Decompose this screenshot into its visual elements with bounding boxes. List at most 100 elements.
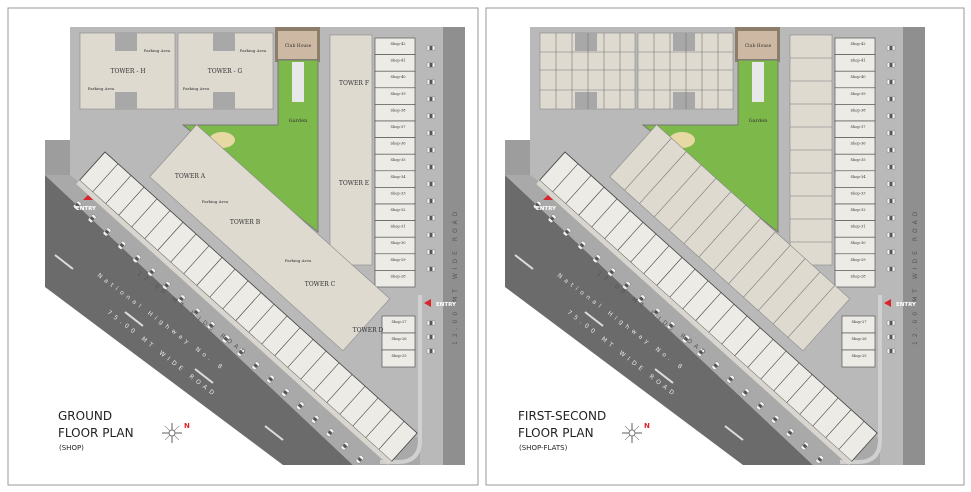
car-window <box>327 430 333 436</box>
car-window <box>282 390 288 395</box>
entry-marker-icon <box>83 195 93 200</box>
parked-car-icon <box>886 320 896 326</box>
shop-wall <box>760 350 787 380</box>
shop-unit <box>834 236 876 255</box>
shop-unit <box>841 349 876 368</box>
shop-wall <box>708 304 735 333</box>
car-window <box>429 267 433 271</box>
tower-f-label: TOWER F <box>339 80 369 87</box>
car-window <box>653 309 659 315</box>
parking-area-label: Parking Area <box>202 199 229 204</box>
shop-label: Shop-31 <box>390 225 405 229</box>
shop-unit <box>381 315 416 334</box>
tower-g-label: TOWER - G <box>208 68 243 75</box>
plan-subtitle: (SHOP) <box>59 444 84 452</box>
side-road <box>903 27 925 465</box>
car-window <box>889 267 893 271</box>
parked-car-icon <box>236 348 245 357</box>
shop-wall <box>170 233 197 263</box>
parked-car-icon <box>800 441 809 451</box>
shop-unit <box>374 137 416 155</box>
car-window <box>889 165 893 169</box>
entry-arrow-icon <box>884 299 891 307</box>
parking-area-label: Parking Area <box>88 86 115 91</box>
parked-car-icon <box>426 147 436 153</box>
shop-unit <box>374 187 416 205</box>
car-window <box>889 114 893 118</box>
car-window <box>683 336 689 342</box>
shop-label: Shop-27 <box>391 320 407 324</box>
parked-car-icon <box>886 266 896 272</box>
parked-car-icon <box>785 428 795 437</box>
car-window <box>579 242 585 248</box>
entry-driveway <box>505 140 530 175</box>
parking-area-label: Parking Area <box>183 86 210 91</box>
lane-marking <box>264 425 284 441</box>
tower-h-label: TOWER - H <box>110 68 145 75</box>
tower-abc-block <box>149 124 391 352</box>
shop-unit <box>834 253 876 271</box>
shop-wall <box>222 280 249 310</box>
shop-wall <box>747 339 774 368</box>
shop-unit <box>841 332 876 351</box>
car-window <box>104 229 110 235</box>
shop-label: Shop-40 <box>850 75 866 79</box>
parked-car-icon <box>741 388 750 397</box>
parked-car-icon <box>426 62 436 68</box>
shop-wall <box>604 210 631 239</box>
shop-wall <box>786 374 813 403</box>
parked-car-icon <box>756 401 765 411</box>
shop-label: Shop-29 <box>850 258 866 262</box>
car-window <box>609 269 615 275</box>
parked-car-icon <box>426 79 436 85</box>
car-window <box>624 282 630 288</box>
shop-unit <box>834 137 876 155</box>
entry-label: ENTRY <box>76 206 97 212</box>
lane-marking <box>514 254 534 270</box>
parked-car-icon <box>426 266 436 272</box>
shop-unit <box>374 220 416 238</box>
car-window <box>429 97 433 101</box>
tower-a-label: TOWER A <box>175 173 206 180</box>
shop-wall <box>838 421 865 450</box>
car-window <box>787 430 793 436</box>
car-window <box>889 46 893 50</box>
car-window <box>742 390 748 395</box>
parked-car-icon <box>426 96 436 102</box>
car-window <box>89 216 95 221</box>
shop-wall <box>669 268 696 298</box>
flat-wall <box>713 218 761 271</box>
parking-area-label: Parking Area <box>285 258 312 263</box>
parked-car-icon <box>88 214 97 223</box>
entry-driveway <box>45 140 70 175</box>
compass-center <box>628 429 636 437</box>
shop-label: Shop-38 <box>850 108 866 112</box>
parked-car-icon <box>426 130 436 136</box>
flat-wall <box>683 191 732 244</box>
shop-wall <box>352 397 379 427</box>
shop-unit <box>834 220 876 238</box>
shop-wall <box>565 175 592 204</box>
parked-car-icon <box>147 267 156 277</box>
car-window <box>889 80 893 84</box>
flat-wall <box>728 231 776 285</box>
parked-car-icon <box>426 113 436 119</box>
parked-car-icon <box>886 249 896 255</box>
club-house-label: Club House <box>285 43 312 49</box>
plan-title-line2: FLOOR PLAN <box>58 426 134 440</box>
parked-car-icon <box>325 428 335 437</box>
compass-icon <box>622 423 642 443</box>
car-window <box>429 80 433 84</box>
car-window <box>429 46 433 50</box>
garden-label: Garden <box>749 118 769 124</box>
car-window <box>74 202 80 208</box>
parked-car-icon <box>886 164 896 170</box>
shop-unit <box>834 54 876 72</box>
shop-label: Shop-41 <box>390 59 405 63</box>
parked-car-icon <box>426 164 436 170</box>
parked-car-icon <box>426 181 436 187</box>
car-window <box>178 296 184 302</box>
car-window <box>802 443 808 449</box>
shop-label: Shop-27 <box>851 320 867 324</box>
